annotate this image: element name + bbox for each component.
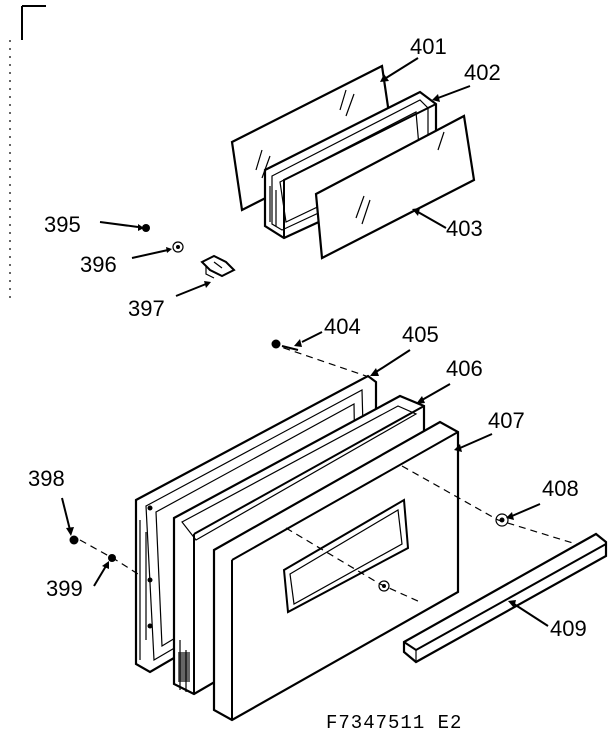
handle-409 xyxy=(402,532,608,664)
label-399: 399 xyxy=(46,576,83,601)
label-407: 407 xyxy=(488,408,525,433)
screw-398 xyxy=(61,497,79,545)
figure-reference-code: F7347511 E2 xyxy=(326,712,462,734)
label-395: 395 xyxy=(44,212,81,237)
part-labels: 401 402 403 395 396 397 404 405 406 407 … xyxy=(28,34,587,641)
screw-404 xyxy=(271,331,323,351)
label-404: 404 xyxy=(324,314,361,339)
label-398: 398 xyxy=(28,466,65,491)
label-408: 408 xyxy=(542,476,579,501)
alignment-lines xyxy=(79,343,603,603)
glass-pane-403 xyxy=(314,114,476,260)
label-402: 402 xyxy=(464,60,501,85)
screw-399 xyxy=(93,554,116,587)
label-396: 396 xyxy=(80,252,117,277)
screw-door-center xyxy=(378,580,390,592)
washer-396 xyxy=(131,241,184,259)
screw-395 xyxy=(99,221,150,232)
label-403: 403 xyxy=(446,216,483,241)
clip-397 xyxy=(175,254,236,297)
label-401: 401 xyxy=(410,34,447,59)
label-397: 397 xyxy=(128,296,165,321)
screw-408 xyxy=(495,503,541,527)
label-406: 406 xyxy=(446,356,483,381)
label-405: 405 xyxy=(402,322,439,347)
glass-pack-402 xyxy=(263,90,438,240)
outer-door-407 xyxy=(212,420,460,722)
label-409: 409 xyxy=(550,616,587,641)
leader-lines xyxy=(370,57,493,452)
frame-marks xyxy=(9,5,46,300)
